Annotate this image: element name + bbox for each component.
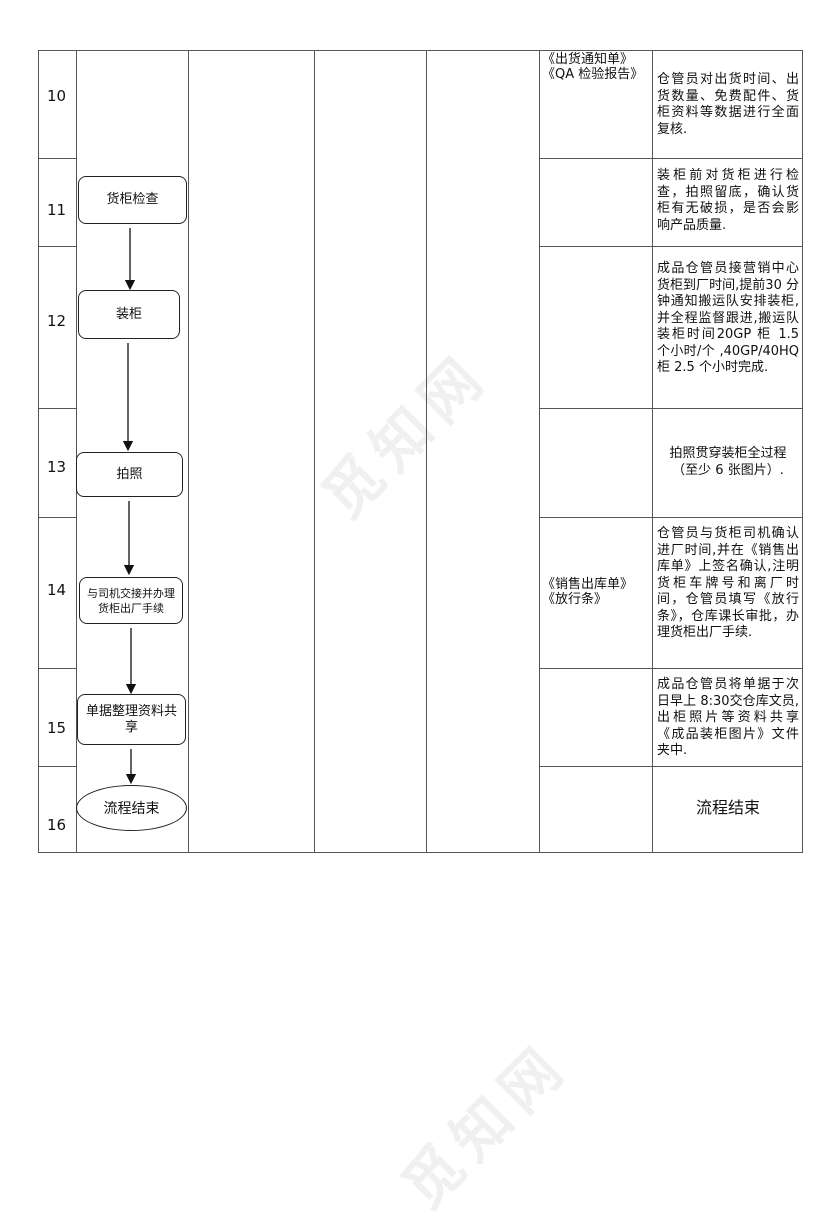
step-description: 拍照贯穿装柜全过程（至少 6 张图片）.: [669, 446, 787, 478]
row-divider: [539, 158, 803, 159]
flow-node-load: 装柜: [78, 290, 180, 339]
step-description: 仓管员与货柜司机确认进厂时间,并在《销售出库单》上签名确认,注明货柜车牌号和离厂…: [657, 526, 799, 640]
row-divider: [539, 668, 803, 669]
table-border-top: [38, 50, 803, 51]
flow-node-photo: 拍照: [76, 452, 183, 497]
table-border-bottom: [38, 852, 803, 853]
row-divider: [38, 246, 76, 247]
column-divider: [539, 50, 540, 853]
step-description: 仓管员对出货时间、出货数量、免费配件、货柜资料等数据进行全面复核.: [657, 72, 799, 137]
column-divider: [652, 50, 653, 853]
flow-node-handover: 与司机交接并办理货柜出厂手续: [79, 577, 183, 624]
related-documents: 《销售出库单》《放行条》: [542, 577, 634, 607]
step-number: 10: [46, 87, 67, 105]
column-divider: [314, 50, 315, 853]
step-number: 12: [46, 312, 67, 330]
flow-node-docs: 单据整理资料共享: [77, 694, 186, 745]
step-number: 15: [46, 719, 67, 737]
column-divider: [38, 50, 39, 853]
row-divider: [539, 766, 803, 767]
step-number: 13: [46, 458, 67, 476]
step-description: 流程结束: [695, 798, 760, 817]
column-divider: [76, 50, 77, 853]
related-documents: 《出货通知单》《QA 检验报告》: [542, 52, 644, 82]
step-number: 11: [46, 201, 67, 219]
step-number: 14: [46, 581, 67, 599]
row-divider: [38, 766, 76, 767]
column-divider: [802, 50, 803, 853]
row-divider: [38, 408, 76, 409]
row-divider: [539, 517, 803, 518]
step-description: 装柜前对货柜进行检查，拍照留底，确认货柜有无破损，是否会影响产品质量.: [657, 168, 799, 233]
row-divider: [539, 246, 803, 247]
flow-node-end: 流程结束: [76, 785, 187, 831]
row-divider: [38, 158, 76, 159]
step-number: 16: [46, 816, 67, 834]
flow-arrows: [122, 228, 137, 785]
flow-node-inspect: 货柜检查: [78, 176, 187, 224]
row-divider: [539, 408, 803, 409]
step-description: 成品仓管员将单据于次日早上 8:30交仓库文员,出柜照片等资料共享《成品装柜图片…: [657, 677, 799, 758]
column-divider: [188, 50, 189, 853]
column-divider: [426, 50, 427, 853]
row-divider: [38, 517, 76, 518]
step-description: 成品仓管员接营销中心货柜到厂时间,提前30 分钟通知搬运队安排装柜,并全程监督跟…: [657, 261, 799, 375]
row-divider: [38, 668, 76, 669]
